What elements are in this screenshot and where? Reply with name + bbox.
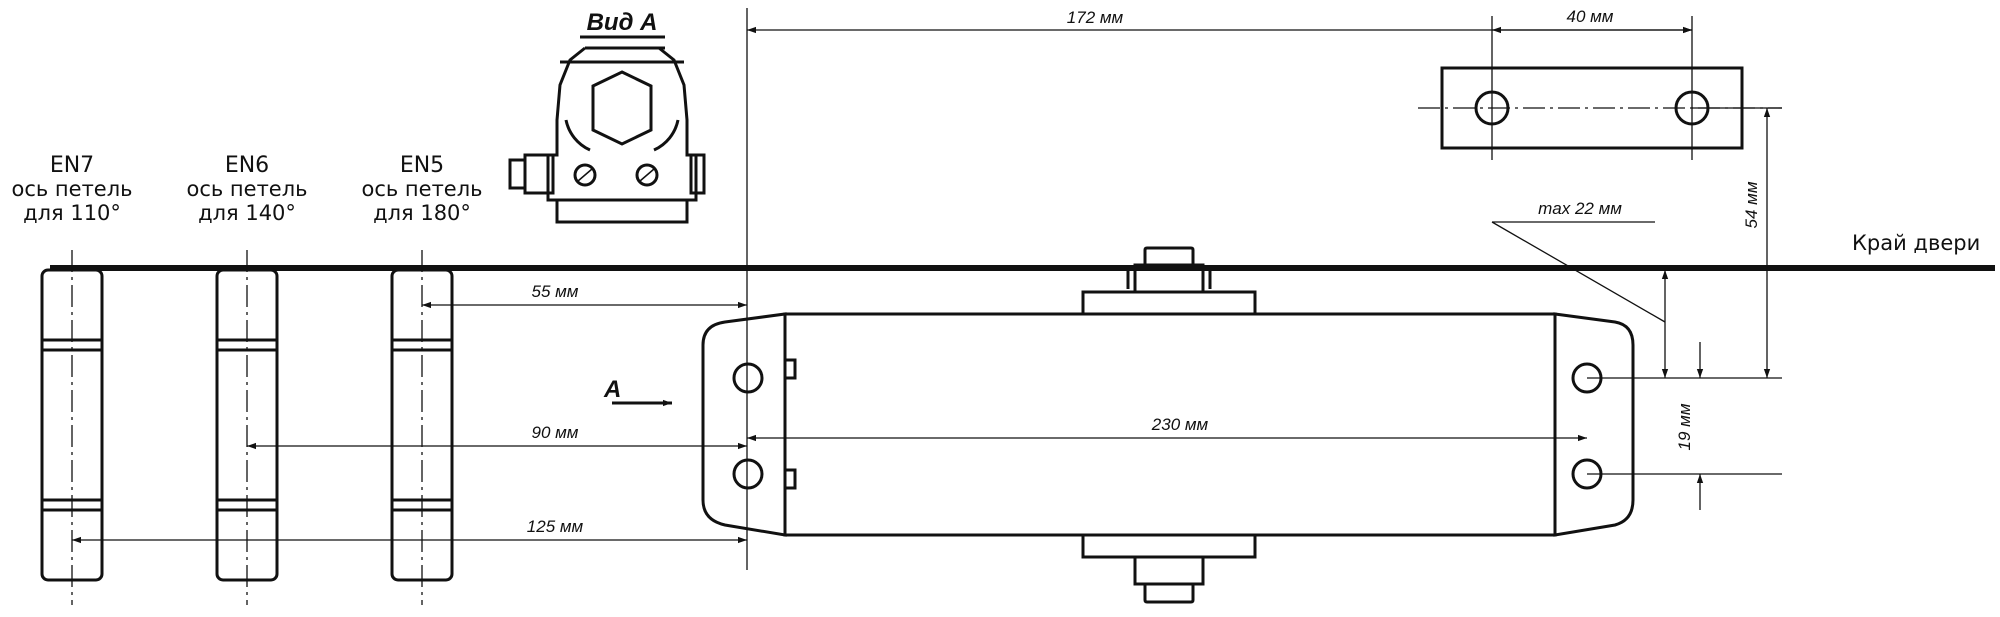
- dimension-max22: max 22 мм: [1491, 199, 1669, 378]
- label-en7: EN7 ось петель для 110°: [11, 153, 132, 225]
- label-en6-line1: ось петель: [186, 177, 307, 201]
- arrow-a-label: А: [603, 376, 621, 403]
- dimension-19: 19 мм: [1587, 342, 1782, 510]
- hinge-en7: [40, 250, 104, 605]
- dimension-54-label: 54 мм: [1742, 181, 1761, 228]
- dimension-40: 40 мм: [1492, 7, 1692, 34]
- mounting-plate: [1418, 16, 1782, 160]
- view-a-drawing: Вид А: [508, 9, 706, 224]
- dimension-19-label: 19 мм: [1675, 403, 1694, 450]
- dimension-54: 54 мм: [1587, 108, 1782, 379]
- label-en5: EN5 ось петель для 180°: [361, 153, 482, 225]
- dimension-230-label: 230 мм: [1151, 415, 1209, 434]
- dimension-55-label: 55 мм: [532, 282, 579, 301]
- dimension-172-label: 172 мм: [1067, 8, 1124, 27]
- label-en7-model: EN7: [50, 153, 94, 178]
- dimension-230: 230 мм: [747, 415, 1587, 442]
- label-en5-model: EN5: [400, 153, 444, 178]
- label-en6-line2: для 140°: [198, 201, 296, 225]
- dimension-125: 125 мм: [72, 517, 747, 544]
- label-en6: EN6 ось петель для 140°: [186, 153, 307, 225]
- dimension-90: 90 мм: [247, 423, 747, 450]
- dimension-40-label: 40 мм: [1567, 7, 1614, 26]
- dimension-90-label: 90 мм: [532, 423, 579, 442]
- door-edge-label: Край двери: [1852, 231, 1980, 255]
- label-en7-line2: для 110°: [23, 201, 121, 225]
- dimension-125-label: 125 мм: [527, 517, 584, 536]
- hinge-en6: [215, 250, 279, 605]
- dimension-55: 55 мм: [422, 282, 747, 309]
- dimension-172: 172 мм: [747, 8, 1692, 34]
- label-en5-line1: ось петель: [361, 177, 482, 201]
- closer-body: [701, 246, 1635, 604]
- arrow-a: А: [603, 376, 672, 407]
- label-en5-line2: для 180°: [373, 201, 471, 225]
- label-en6-model: EN6: [225, 153, 269, 178]
- label-en7-line1: ось петель: [11, 177, 132, 201]
- hinge-en5: [390, 250, 454, 605]
- view-a-label: Вид А: [587, 9, 658, 36]
- dimension-max22-label: max 22 мм: [1538, 199, 1622, 218]
